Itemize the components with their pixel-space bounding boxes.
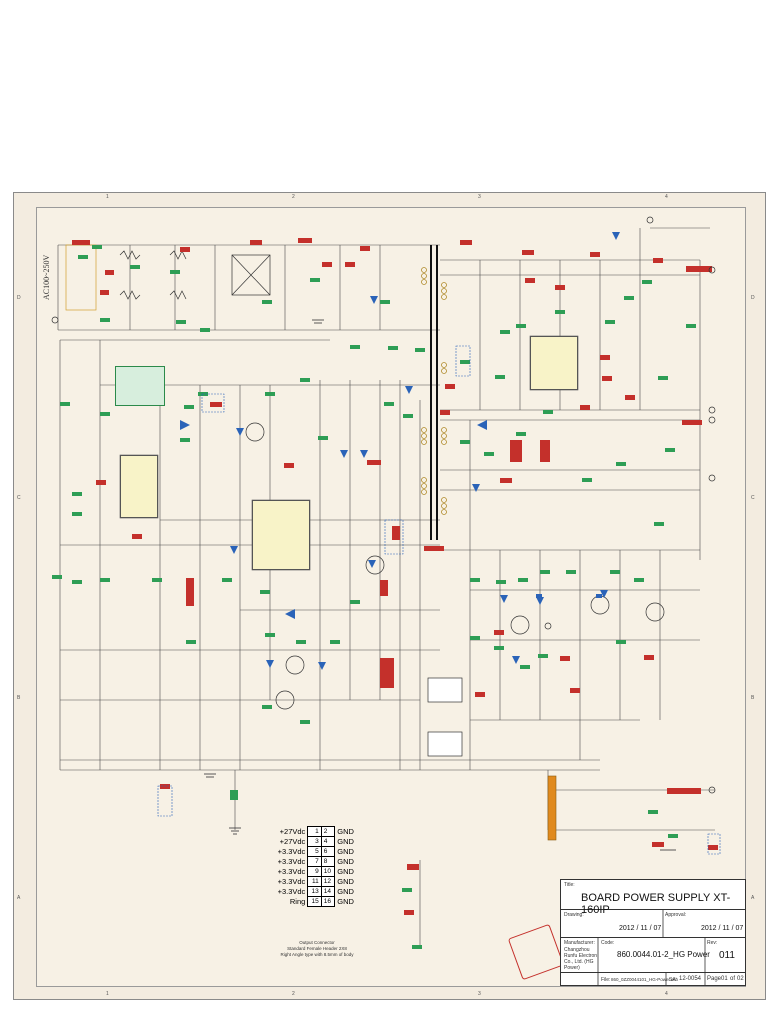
zone-row-a-left: A <box>17 895 21 901</box>
connector-left-label: +3.3Vdc <box>277 877 306 886</box>
connector-row: +3.3Vdc 9 10 GND <box>270 866 362 877</box>
connector-left-label: +27Vdc <box>279 837 306 846</box>
page-number: 01 <box>721 976 728 982</box>
connector-row: +3.3Vdc 13 14 GND <box>270 886 362 897</box>
connector-right-pin: 8 <box>320 856 336 867</box>
approval-date: 2012 / 11 / 07 <box>701 925 744 932</box>
zone-col-1-bottom: 1 <box>106 991 109 997</box>
connector-left-pin: 3 <box>307 836 322 847</box>
connector-caption-1: Output Connector <box>299 940 335 945</box>
board-title: BOARD POWER SUPPLY XT-160IP <box>581 892 731 916</box>
zone-row-d-left: D <box>17 295 21 301</box>
connector-right-label: GND <box>337 837 354 846</box>
zone-row-c-right: C <box>751 495 755 501</box>
connector-right-label: GND <box>337 887 354 896</box>
rev-value: 011 <box>719 950 735 961</box>
connector-right-pin: 16 <box>320 896 336 907</box>
title-label: Title: <box>564 882 575 888</box>
connector-right-label: GND <box>337 897 354 906</box>
pfc-controller-ic <box>120 455 158 518</box>
zone-row-a-right: A <box>751 895 755 901</box>
connector-left-pin: 5 <box>307 846 322 857</box>
connector-left-pin: 7 <box>307 856 322 867</box>
connector-left-pin: 13 <box>307 886 322 897</box>
schematic-sheet <box>13 192 766 1000</box>
page-total: 02 <box>737 976 744 982</box>
sa-label: SA: <box>669 977 678 983</box>
code-row: Manufacturer: Changzhou Runfu Electron C… <box>561 938 745 973</box>
connector-left-pin: 9 <box>307 866 322 877</box>
zone-col-1-top: 1 <box>106 194 109 200</box>
pwm-controller-ic <box>252 500 310 570</box>
connector-right-label: GND <box>337 877 354 886</box>
zone-col-4-bottom: 4 <box>665 991 668 997</box>
zone-col-3-bottom: 3 <box>478 991 481 997</box>
connector-right-pin: 6 <box>320 846 336 857</box>
code-value: 860.0044.01-2_HG Power <box>617 950 710 959</box>
manufacturer-name: Changzhou Runfu Electron Co., Ltd. (HG P… <box>564 947 598 971</box>
connector-row: +3.3Vdc 5 6 GND <box>270 846 362 857</box>
connector-caption-2: Standard Female Header 2X8 <box>287 946 347 951</box>
connector-left-label: +3.3Vdc <box>277 857 306 866</box>
zone-col-2-top: 2 <box>292 194 295 200</box>
schematic-inner-border <box>36 207 746 987</box>
page-label: Page <box>707 976 722 982</box>
connector-right-label: GND <box>337 867 354 876</box>
connector-right-pin: 10 <box>320 866 336 877</box>
connector-left-label: Ring <box>289 897 306 906</box>
title-block: Title: BOARD POWER SUPPLY XT-160IP Drawi… <box>560 879 746 986</box>
connector-right-label: GND <box>337 857 354 866</box>
design-note-box <box>115 366 165 406</box>
connector-right-label: GND <box>337 847 354 856</box>
connector-right-pin: 14 <box>320 886 336 897</box>
zone-row-b-left: B <box>17 695 21 701</box>
zone-col-4-top: 4 <box>665 194 668 200</box>
connector-right-label: GND <box>337 827 354 836</box>
connector-row: +27Vdc 3 4 GND <box>270 836 362 847</box>
connector-left-pin: 11 <box>307 876 322 887</box>
manufacturer-label: Manufacturer: <box>564 940 595 946</box>
code-label: Code: <box>601 940 615 946</box>
file-value: 860_0ZZ0044101_HG-Power.sch <box>611 977 679 982</box>
approval-label: Approval: <box>665 912 687 918</box>
connector-row: Ring 15 16 GND <box>270 896 362 907</box>
connector-left-label: +3.3Vdc <box>277 887 306 896</box>
connector-caption-3: Right Angle type with 8.5mm of body <box>280 952 354 957</box>
drawing-label: Drawing: <box>564 912 584 918</box>
title-row: Title: BOARD POWER SUPPLY XT-160IP <box>561 880 745 916</box>
zone-col-3-top: 3 <box>478 194 481 200</box>
connector-right-pin: 12 <box>320 876 336 887</box>
file-row: File: 860_0ZZ0044101_HG-Power.sch SA: 12… <box>561 973 745 987</box>
connector-row: +27Vdc 1 2 GND <box>270 826 362 837</box>
connector-right-pin: 2 <box>320 826 336 837</box>
connector-left-label: +3.3Vdc <box>277 847 306 856</box>
connector-left-label: +3.3Vdc <box>277 867 306 876</box>
standby-controller-ic <box>530 336 578 390</box>
drawing-date: 2012 / 11 / 07 <box>619 925 662 932</box>
file-label: File: <box>601 977 611 983</box>
sa-value: 12-0054 <box>679 976 702 982</box>
connector-row: +3.3Vdc 11 12 GND <box>270 876 362 887</box>
zone-row-b-right: B <box>751 695 755 701</box>
zone-row-c-left: C <box>17 495 21 501</box>
zone-row-d-right: D <box>751 295 755 301</box>
rev-label: Rev: <box>707 940 718 946</box>
connector-left-label: +27Vdc <box>279 827 306 836</box>
connector-left-pin: 15 <box>307 896 322 907</box>
connector-left-pin: 1 <box>307 826 322 837</box>
zone-col-2-bottom: 2 <box>292 991 295 997</box>
page-of: of <box>730 976 736 982</box>
drawing-row: Drawing: 2012 / 11 / 07 Approval: 2012 /… <box>561 910 745 938</box>
output-connector-header: +27Vdc 1 2 GND +27Vdc 3 4 GND +3.3Vdc 5 … <box>270 826 362 907</box>
connector-right-pin: 4 <box>320 836 336 847</box>
connector-row: +3.3Vdc 7 8 GND <box>270 856 362 867</box>
